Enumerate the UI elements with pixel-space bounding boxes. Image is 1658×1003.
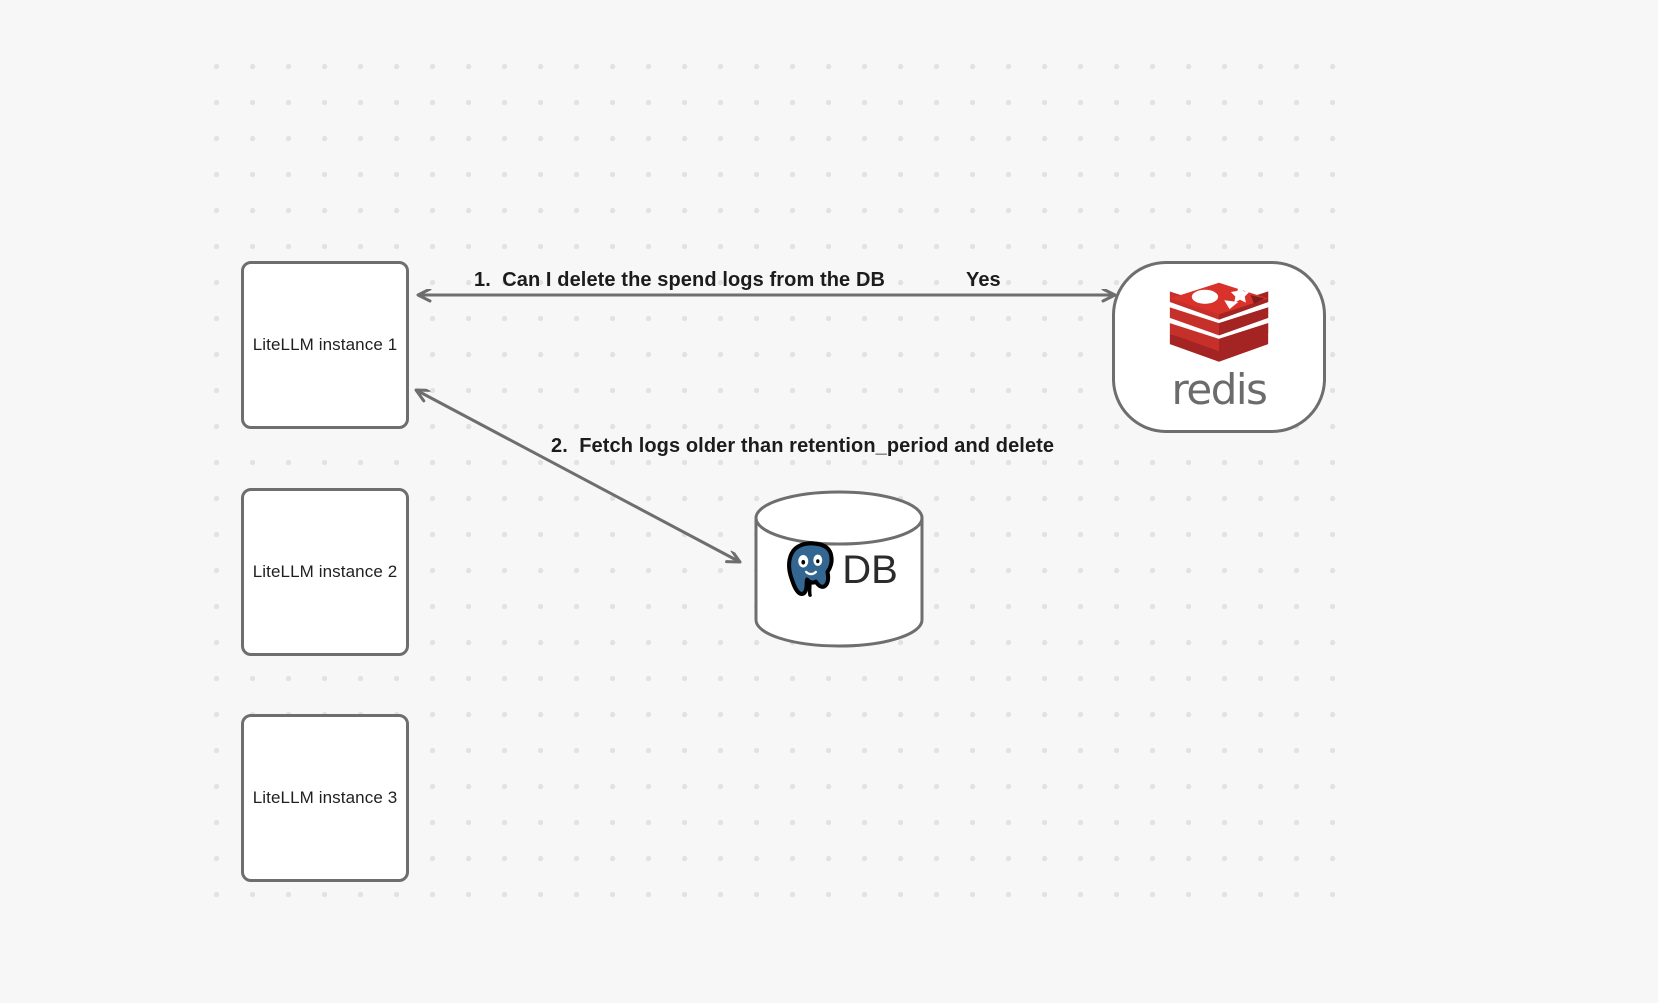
redis-icon xyxy=(1169,282,1269,362)
node-litellm-instance-1[interactable]: LiteLLM instance 1 xyxy=(241,261,409,429)
node-litellm-instance-2[interactable]: LiteLLM instance 2 xyxy=(241,488,409,656)
db-label: DB xyxy=(842,548,898,592)
postgresql-elephant-icon xyxy=(787,541,834,597)
edge-label-2: 2. Fetch logs older than retention_perio… xyxy=(551,435,1055,457)
node-label: LiteLLM instance 3 xyxy=(252,787,398,807)
db-logo-and-label: DB xyxy=(753,490,925,648)
node-label: LiteLLM instance 2 xyxy=(252,561,398,581)
node-litellm-instance-3[interactable]: LiteLLM instance 3 xyxy=(241,714,409,882)
edge-label-yes: Yes xyxy=(966,269,1001,291)
node-database[interactable]: DB xyxy=(753,490,925,648)
edge-llm1-db xyxy=(416,390,740,562)
node-label: LiteLLM instance 1 xyxy=(252,334,398,354)
redis-logo-group: redis xyxy=(1166,281,1272,411)
redis-wordmark: redis xyxy=(1171,365,1268,414)
edge-label-1: 1. Can I delete the spend logs from the … xyxy=(474,269,886,291)
node-redis[interactable]: redis xyxy=(1112,261,1326,433)
